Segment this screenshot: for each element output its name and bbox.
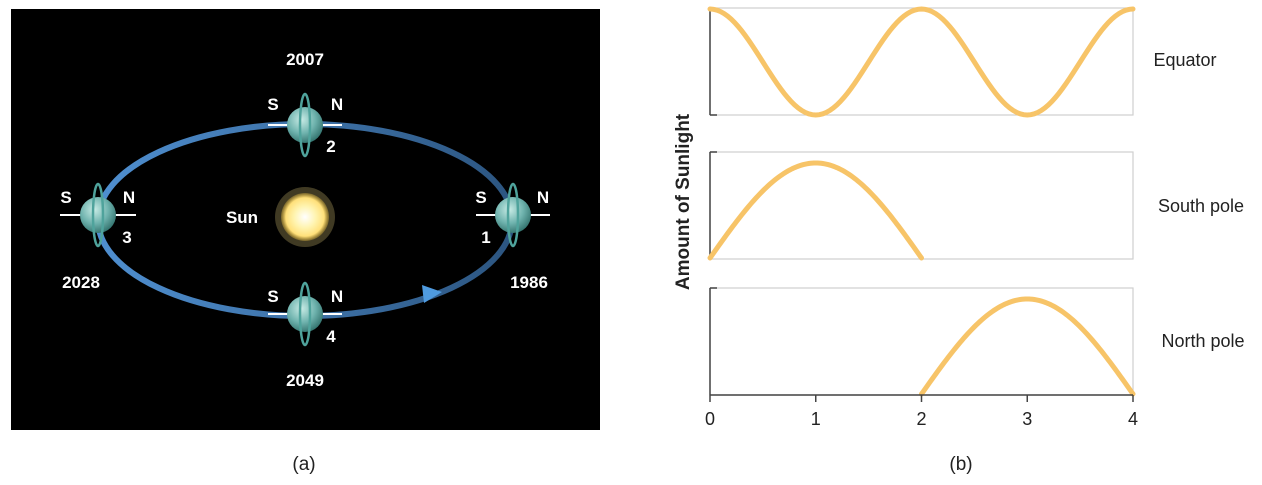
ring-icon bbox=[91, 182, 105, 248]
position-number: 2 bbox=[326, 137, 335, 156]
uranus-planet-icon bbox=[287, 296, 323, 332]
row-label: Equator bbox=[1153, 50, 1216, 70]
uranus-planet-icon bbox=[287, 107, 323, 143]
row-south-pole: South pole bbox=[707, 151, 1244, 261]
orbit-diagram-panel: Sun S N 2 2007 S N 3 2028 S N 1 1986 S N… bbox=[0, 0, 610, 480]
x-tick-label: 2 bbox=[916, 409, 926, 429]
row-frame bbox=[709, 151, 1134, 260]
panel-a-caption: (a) bbox=[292, 454, 315, 475]
position-number: 4 bbox=[326, 327, 336, 346]
south-label: S bbox=[267, 95, 278, 114]
south-label: S bbox=[475, 188, 486, 207]
year-label: 2028 bbox=[62, 273, 100, 292]
sunlight-chart-panel: Amount of Sunlight Equator South pole No… bbox=[640, 0, 1262, 480]
orbit-direction-arrow bbox=[422, 285, 442, 303]
year-label: 1986 bbox=[510, 273, 548, 292]
x-tick-label: 3 bbox=[1022, 409, 1032, 429]
panel-b-caption: (b) bbox=[949, 454, 972, 475]
row-equator: Equator bbox=[707, 6, 1217, 118]
planet-position-1: S N 1 1986 bbox=[475, 182, 550, 292]
x-axis-ticks: 0 1 2 3 4 bbox=[705, 395, 1138, 429]
sun-label: Sun bbox=[226, 208, 258, 227]
planet-position-3: S N 3 2028 bbox=[60, 182, 136, 292]
ring-icon bbox=[298, 281, 312, 347]
north-label: N bbox=[123, 188, 135, 207]
x-tick-label: 0 bbox=[705, 409, 715, 429]
uranus-planet-icon bbox=[80, 197, 116, 233]
ring-icon bbox=[298, 92, 312, 158]
position-number: 1 bbox=[481, 228, 490, 247]
ring-icon bbox=[506, 182, 520, 248]
uranus-planet-icon bbox=[495, 197, 531, 233]
south-pole-curve bbox=[707, 160, 924, 261]
north-label: N bbox=[331, 287, 343, 306]
y-axis-label: Amount of Sunlight bbox=[673, 113, 694, 290]
sun bbox=[281, 193, 329, 241]
orbit-diagram: Sun S N 2 2007 S N 3 2028 S N 1 1986 S N… bbox=[11, 9, 600, 475]
row-north-pole: North pole bbox=[709, 287, 1245, 397]
equator-curve bbox=[707, 6, 1136, 118]
row-frame bbox=[709, 287, 1134, 396]
row-frame bbox=[709, 7, 1134, 116]
south-label: S bbox=[60, 188, 71, 207]
row-label: North pole bbox=[1161, 331, 1244, 351]
year-label: 2049 bbox=[286, 371, 324, 390]
year-label: 2007 bbox=[286, 50, 324, 69]
planet-position-2: S N 2 2007 bbox=[267, 50, 343, 158]
row-label: South pole bbox=[1158, 196, 1244, 216]
north-label: N bbox=[537, 188, 549, 207]
x-tick-label: 1 bbox=[811, 409, 821, 429]
south-label: S bbox=[267, 287, 278, 306]
north-label: N bbox=[331, 95, 343, 114]
planet-position-4: S N 4 2049 bbox=[267, 281, 343, 390]
sunlight-chart: Amount of Sunlight Equator South pole No… bbox=[673, 6, 1245, 475]
x-tick-label: 4 bbox=[1128, 409, 1138, 429]
north-pole-curve bbox=[919, 296, 1136, 397]
position-number: 3 bbox=[122, 228, 131, 247]
